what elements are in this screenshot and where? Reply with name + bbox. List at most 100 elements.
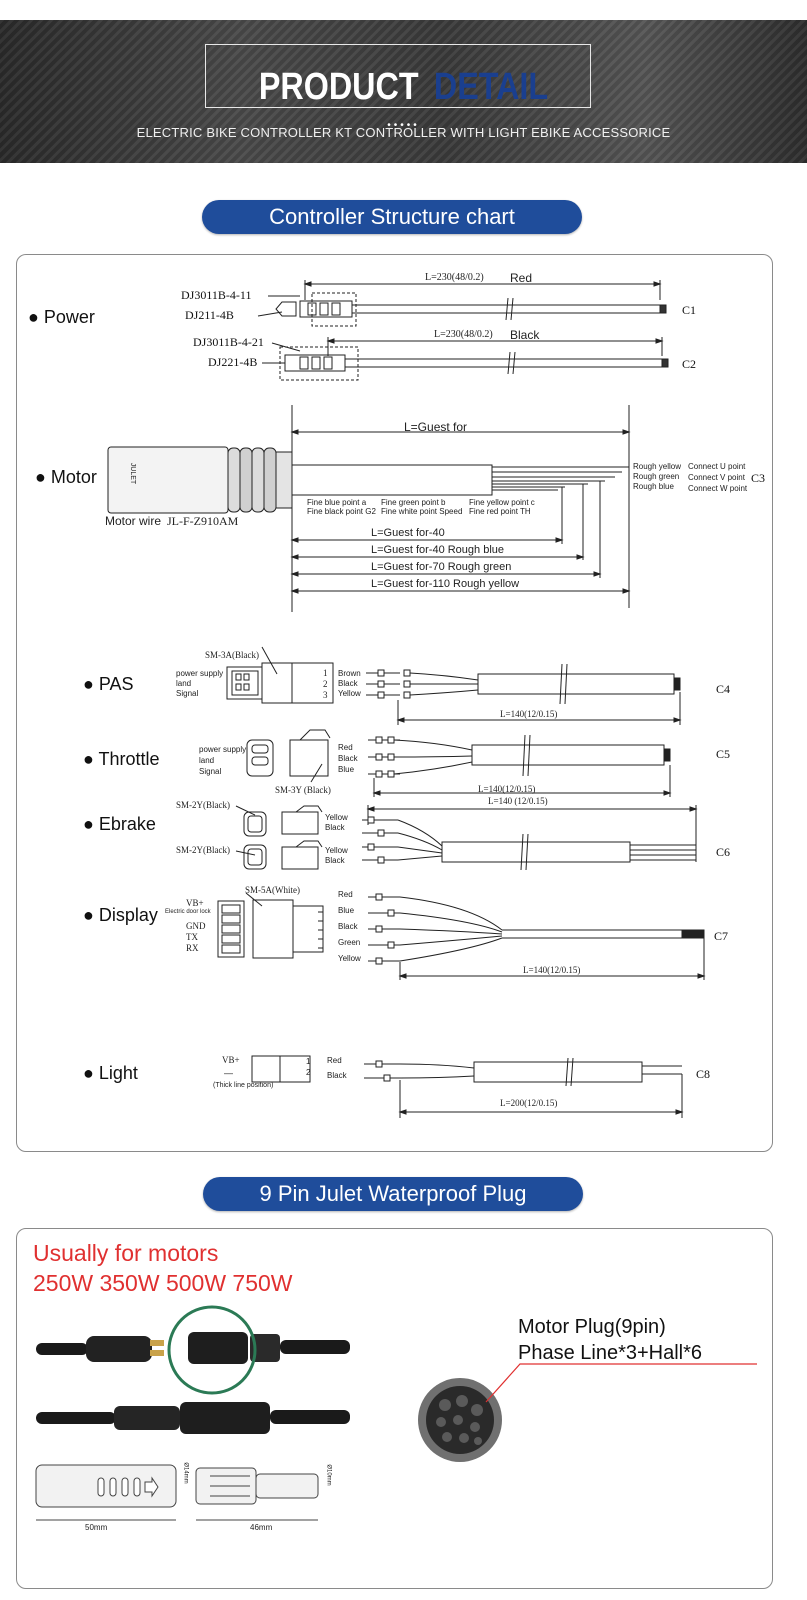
light-wire-black: Black <box>327 1071 347 1080</box>
motor-fine-blue: Fine blue point a <box>307 498 367 507</box>
ebrake-wire-a-yellow: Yellow <box>325 813 348 822</box>
motor-plug-desc: Phase Line*3+Hall*6 <box>518 1342 703 1364</box>
ebrake-length: L=140 (12/0.15) <box>488 796 548 806</box>
throttle-length: L=140(12/0.15) <box>478 784 536 794</box>
motor-dim-4: L=Guest for-110 Rough yellow <box>371 578 520 590</box>
throttle-wire-red: Red <box>338 743 353 752</box>
motor-dim-2: L=Guest for-40 Rough blue <box>371 544 505 556</box>
plug-dim-c: Ø14mm <box>182 1462 189 1484</box>
ebrake-label: ● Ebrake <box>83 814 156 834</box>
plug-usage-line-1: Usually for motors <box>33 1240 219 1266</box>
throttle-pin-3: Signal <box>199 767 222 776</box>
pas-pin-num-1: 1 <box>323 668 328 678</box>
motor-id: C3 <box>751 471 766 485</box>
display-pin-gnd: GND <box>186 921 206 931</box>
plug-dim-d: Ø10mm <box>325 1464 332 1486</box>
ebrake-connector-b: SM-2Y(Black) <box>176 845 230 855</box>
throttle-connector: SM-3Y (Black) <box>275 785 331 795</box>
banner-frame <box>205 44 591 108</box>
motor-plug-name: Motor Plug(9pin) <box>518 1316 666 1338</box>
nine-pin-plug-face <box>418 1378 502 1462</box>
ebrake-id: C6 <box>716 845 731 859</box>
banner-title-blue: DETAIL <box>433 66 549 108</box>
julet-cable-connected <box>36 1402 350 1434</box>
power-c2-connector-a: DJ3011B-4-21 <box>193 335 264 349</box>
throttle-pin-1: power supply <box>199 745 247 754</box>
banner-title: PRODUCT DETAIL <box>61 66 747 109</box>
plug-dim-a: 50mm <box>85 1523 108 1532</box>
section-title-waterproof-plug: 9 Pin Julet Waterproof Plug <box>203 1177 583 1211</box>
ebrake-connector-a: SM-2Y(Black) <box>176 800 230 810</box>
pas-pin-2: land <box>176 679 192 688</box>
power-c2-connector-b: DJ221-4B <box>208 355 258 369</box>
display-wire-yellow: Yellow <box>338 954 361 963</box>
motor-length-total: L=Guest for <box>404 420 468 434</box>
power-label: ● Power <box>28 307 95 327</box>
power-c1-color: Red <box>510 271 533 285</box>
plug-dimension-drawing <box>35 1464 319 1521</box>
julet-cable-separated <box>36 1305 350 1395</box>
motor-rough-blue: Rough blue <box>633 482 674 491</box>
ebrake-wire-b-black: Black <box>325 856 345 865</box>
power-c2-length: L=230(48/0.2) <box>434 329 493 340</box>
light-pin-num-2: 2 <box>306 1068 311 1077</box>
pas-pin-1: power supply <box>176 669 224 678</box>
light-label: ● Light <box>83 1063 138 1083</box>
ebrake-wire-a-black: Black <box>325 823 345 832</box>
motor-wire-label: Motor wire <box>105 514 162 528</box>
display-label: ● Display <box>83 905 158 925</box>
motor-dim-1: L=Guest for-40 <box>371 527 445 539</box>
motor-fine-green: Fine green point b <box>381 498 446 507</box>
light-pin-vb: VB+ <box>222 1055 240 1065</box>
light-note: (Thick line position) <box>213 1082 274 1089</box>
banner-subtitle: ELECTRIC BIKE CONTROLLER KT CONTROLLER W… <box>136 125 671 140</box>
display-pin-door-lock: Electric door lock <box>165 909 211 915</box>
section-title-structure-chart: Controller Structure chart <box>202 200 582 234</box>
throttle-wire-blue: Blue <box>338 765 355 774</box>
pas-wire-brown: Brown <box>338 669 361 678</box>
banner-title-white: PRODUCT <box>258 66 419 108</box>
display-id: C7 <box>714 929 729 943</box>
motor-label: ● Motor <box>35 467 97 487</box>
display-wire-blue: Blue <box>338 906 355 915</box>
motor-dim-3: L=Guest for-70 Rough green <box>371 561 512 573</box>
power-c1-length: L=230(48/0.2) <box>425 272 484 283</box>
pas-label: ● PAS <box>83 674 134 694</box>
motor-rough-green: Rough green <box>633 472 680 481</box>
pas-pin-num-3: 3 <box>323 690 328 700</box>
throttle-id: C5 <box>716 747 731 761</box>
pas-pin-num-2: 2 <box>323 679 328 689</box>
throttle-label: ● Throttle <box>83 749 160 769</box>
motor-fine-red: Fine red point TH <box>469 507 531 516</box>
banner-texture <box>0 20 807 163</box>
motor-fine-white: Fine white point Speed <box>381 507 463 516</box>
pas-wire-yellow: Yellow <box>338 689 361 698</box>
display-wire-green: Green <box>338 938 361 947</box>
display-connector: SM-5A(White) <box>245 885 300 895</box>
pas-id: C4 <box>716 682 731 696</box>
display-pin-tx: TX <box>186 932 198 942</box>
motor-connect-w: Connect W point <box>688 484 748 493</box>
motor-fine-yellow: Fine yellow point c <box>469 498 535 507</box>
display-length: L=140(12/0.15) <box>523 965 581 975</box>
display-wire-red: Red <box>338 890 353 899</box>
motor-fine-black: Fine black point G2 <box>307 507 376 516</box>
pas-length: L=140(12/0.15) <box>500 709 558 719</box>
power-c2-id: C2 <box>682 357 697 371</box>
structure-chart-panel <box>16 254 773 1152</box>
motor-connect-u: Connect U point <box>688 462 746 471</box>
power-c2-color: Black <box>510 328 540 342</box>
ebrake-wire-b-yellow: Yellow <box>325 846 348 855</box>
power-c1-connector-a: DJ3011B-4-11 <box>181 288 252 302</box>
display-pin-vb: VB+ <box>186 898 204 908</box>
plug-callout-line <box>485 1363 757 1403</box>
plug-usage-line-2: 250W 350W 500W 750W <box>33 1270 293 1296</box>
plug-dim-b: 46mm <box>250 1523 273 1532</box>
motor-rough-yellow: Rough yellow <box>633 462 682 471</box>
throttle-pin-2: land <box>199 756 215 765</box>
pas-wire-black: Black <box>338 679 358 688</box>
banner-dots: ••••• <box>387 120 420 131</box>
light-id: C8 <box>696 1067 711 1081</box>
